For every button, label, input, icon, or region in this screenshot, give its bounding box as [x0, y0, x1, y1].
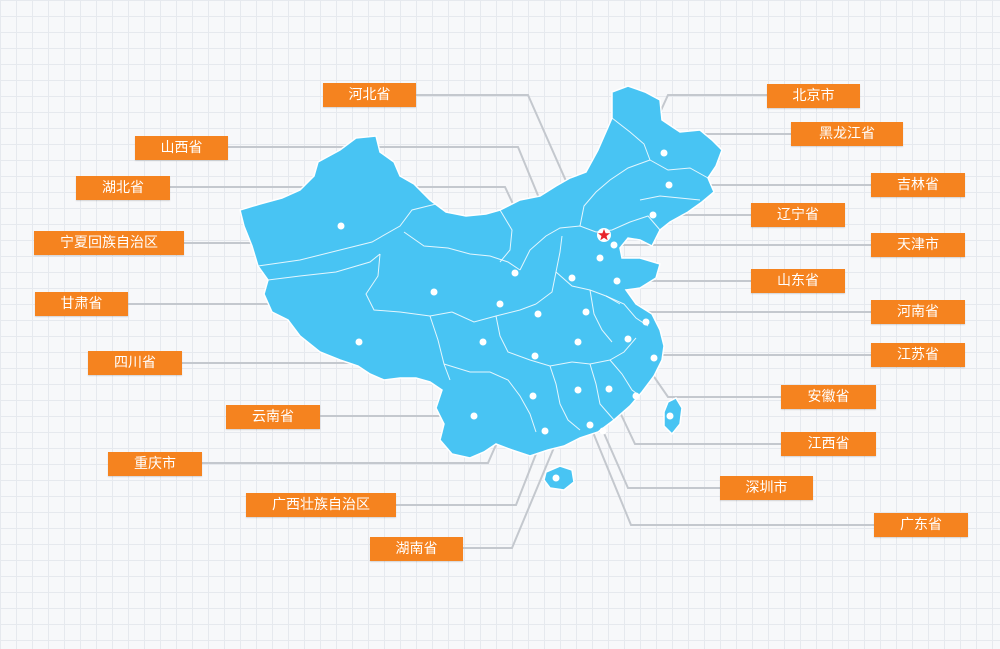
region-dot-hunan: [574, 386, 582, 394]
border-line: [267, 253, 381, 281]
region-dot-hebei: [596, 254, 604, 262]
border-line: [639, 195, 701, 201]
label-chongqing[interactable]: 重庆市: [108, 452, 202, 476]
region-dot-xinjiang: [337, 222, 345, 230]
border-line: [579, 159, 651, 227]
mainland-shape: [239, 85, 723, 459]
label-jiangxi[interactable]: 江西省: [781, 432, 876, 456]
label-yunnan[interactable]: 云南省: [226, 405, 320, 429]
region-dot-anhui: [624, 335, 632, 343]
region-dot-guizhou: [529, 392, 537, 400]
border-line: [605, 295, 649, 327]
border-line: [257, 203, 437, 267]
border-line: [611, 117, 651, 161]
leader-jiangsu: [645, 321, 871, 356]
region-dot-qinghai: [430, 288, 438, 296]
region-dot-hainan: [552, 474, 560, 482]
border-line: [429, 315, 451, 381]
region-dot-sichuan: [479, 338, 487, 346]
label-hunan[interactable]: 湖南省: [370, 537, 463, 561]
border-line: [589, 363, 615, 421]
label-guangxi[interactable]: 广西壮族自治区: [246, 493, 396, 517]
leader-shenzhen: [602, 430, 720, 489]
region-dot-shandong: [613, 277, 621, 285]
border-line: [549, 365, 581, 431]
border-line: [589, 289, 613, 343]
region-dot-guangdong: [586, 421, 594, 429]
label-sichuan[interactable]: 四川省: [88, 351, 182, 375]
label-shandong[interactable]: 山东省: [751, 269, 845, 293]
region-dot-shaanxi: [534, 310, 542, 318]
region-dot-jilin: [665, 181, 673, 189]
label-shenzhen[interactable]: 深圳市: [720, 476, 813, 500]
label-henan[interactable]: 河南省: [871, 300, 965, 324]
region-dot-xizang: [355, 338, 363, 346]
border-line: [519, 225, 597, 271]
region-dot-shanghai: [650, 354, 658, 362]
label-hebei[interactable]: 河北省: [323, 83, 416, 107]
region-dot-tianjin: [610, 241, 618, 249]
label-guangdong[interactable]: 广东省: [874, 513, 968, 537]
label-gansu[interactable]: 甘肃省: [35, 292, 128, 316]
label-beijing[interactable]: 北京市: [767, 84, 860, 108]
leader-guangxi: [396, 430, 546, 506]
china-landmass: [239, 85, 723, 491]
region-dot-gansu: [496, 300, 504, 308]
region-dot-yunnan: [470, 412, 478, 420]
label-shanxi[interactable]: 山西省: [135, 136, 228, 160]
region-dot-guangxi: [541, 427, 549, 435]
label-ningxia[interactable]: 宁夏回族自治区: [34, 231, 184, 255]
border-line: [495, 315, 573, 367]
region-dot-hubei: [574, 338, 582, 346]
label-anhui[interactable]: 安徽省: [781, 385, 876, 409]
region-dot-taiwan: [666, 412, 674, 420]
label-tianjin[interactable]: 天津市: [871, 233, 965, 257]
region-dot-chongqing: [531, 352, 539, 360]
label-jiangsu[interactable]: 江苏省: [871, 343, 965, 367]
leader-guangdong: [589, 424, 874, 526]
region-dot-shanxi: [568, 274, 576, 282]
region-dot-henan: [582, 308, 590, 316]
label-hubei[interactable]: 湖北省: [76, 176, 170, 200]
star-icon: [598, 229, 610, 241]
label-heilongjiang[interactable]: 黑龙江省: [791, 122, 903, 146]
region-dot-ningxia: [511, 269, 519, 277]
border-line: [403, 231, 521, 271]
border-line: [649, 159, 709, 179]
region-dot-jiangxi: [605, 385, 613, 393]
region-dot-jiangsu: [642, 318, 650, 326]
region-dot-shenzhen: [599, 427, 607, 435]
border-line: [499, 209, 513, 263]
region-dot-zhejiang: [632, 392, 640, 400]
region-dot-heilongjiang: [660, 149, 668, 157]
label-jilin[interactable]: 吉林省: [871, 173, 965, 197]
label-liaoning[interactable]: 辽宁省: [751, 203, 845, 227]
border-line: [443, 363, 537, 433]
region-dot-liaoning: [649, 211, 657, 219]
